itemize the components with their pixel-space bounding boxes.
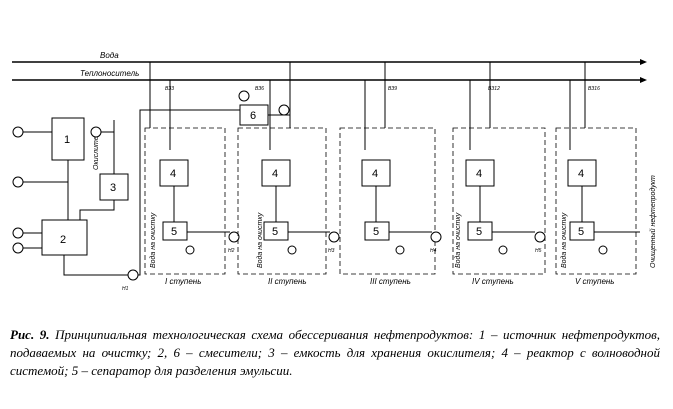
separator-5-stage-4 [467, 221, 493, 241]
reactor-4-stage-3 [361, 159, 391, 187]
svg-text:4: 4 [578, 168, 584, 180]
gauge-left-5 [90, 126, 102, 138]
stage-2: 4 5 Вода на очистку II ступень Н3 [237, 62, 340, 286]
caption-prefix: Рис. 9. [10, 327, 50, 342]
svg-text:Вода на очистку: Вода на очистку [560, 212, 568, 268]
valve-vz12-label: ВЗ12 [488, 86, 500, 92]
reactor-4-stage-1 [159, 159, 189, 187]
gauge-left-2 [12, 176, 24, 188]
svg-text:4: 4 [170, 168, 176, 180]
process-flow-diagram: Вода Теплоноситель 1 2 3 6 Окислитель Н1… [12, 51, 657, 292]
svg-text:5: 5 [171, 226, 177, 238]
unit-6-label: 6 [250, 110, 256, 122]
valve-vz16-label: ВЗ16 [588, 86, 600, 92]
svg-text:5: 5 [272, 226, 278, 238]
heat-carrier-label: Теплоноситель [80, 69, 139, 78]
gauge-left-4 [12, 242, 24, 254]
figure-caption: Рис. 9. Принципиальная технологическая с… [10, 326, 660, 380]
valve-vz6-label: ВЗ6 [255, 86, 264, 92]
stage-4-label: IV ступень [472, 277, 514, 286]
svg-text:Н3: Н3 [328, 248, 335, 254]
valve-vz9-label: ВЗ9 [388, 86, 397, 92]
stage-1-label: I ступень [165, 277, 201, 286]
svg-text:5: 5 [373, 226, 379, 238]
separator-5-stage-3 [364, 221, 390, 241]
svg-text:4: 4 [272, 168, 278, 180]
gauge-left-1 [12, 126, 24, 138]
stage-1: 4 5 Вода на очистку I ступень Н2 [144, 62, 240, 286]
unit-2-label: 2 [60, 234, 66, 246]
gauge-unit6-b [278, 104, 290, 116]
stage-5-label: V ступень [575, 277, 615, 286]
svg-text:5: 5 [476, 226, 482, 238]
pump-h1-label: Н1 [122, 286, 129, 292]
unit-1-label: 1 [64, 134, 70, 146]
unit-3-label: 3 [110, 182, 116, 194]
water-line-label: Вода [100, 51, 119, 60]
svg-text:4: 4 [476, 168, 482, 180]
stage-3-label: III ступень [370, 277, 411, 286]
svg-text:Вода на очистку: Вода на очистку [454, 212, 462, 268]
separator-5-stage-5 [569, 221, 595, 241]
oxidizer-label: Окислитель [93, 129, 100, 170]
svg-text:Н5: Н5 [535, 248, 542, 254]
unit-2-mixer [41, 219, 88, 256]
gauge-unit6-a [238, 90, 250, 102]
reactor-4-stage-4 [465, 159, 495, 187]
stage-5: 4 5 Вода на очистку V ступень [555, 62, 640, 286]
unit-3-oxidizer-tank [99, 173, 129, 201]
unit-1-source [51, 117, 85, 161]
svg-text:Н4: Н4 [430, 248, 437, 254]
reactor-4-stage-5 [567, 159, 597, 187]
caption-text: Принципиальная технологическая схема обе… [10, 327, 661, 378]
pump-h1 [127, 269, 139, 281]
svg-text:4: 4 [372, 168, 378, 180]
svg-text:5: 5 [578, 226, 584, 238]
svg-text:Н2: Н2 [228, 248, 235, 254]
svg-text:Вода на очистку: Вода на очистку [256, 212, 264, 268]
stage-3: 4 5 III ступень Н4 [339, 62, 442, 286]
separator-5-stage-2 [263, 221, 289, 241]
gauge-left-3 [12, 227, 24, 239]
stage-4: 4 5 Вода на очистку IV ступень Н5 [452, 62, 546, 286]
svg-text:Вода на очистку: Вода на очистку [149, 212, 157, 268]
stage-2-label: II ступень [268, 277, 307, 286]
separator-5-stage-1 [162, 221, 188, 241]
outlet-label: Очищенный нефтепродукт [649, 175, 657, 268]
